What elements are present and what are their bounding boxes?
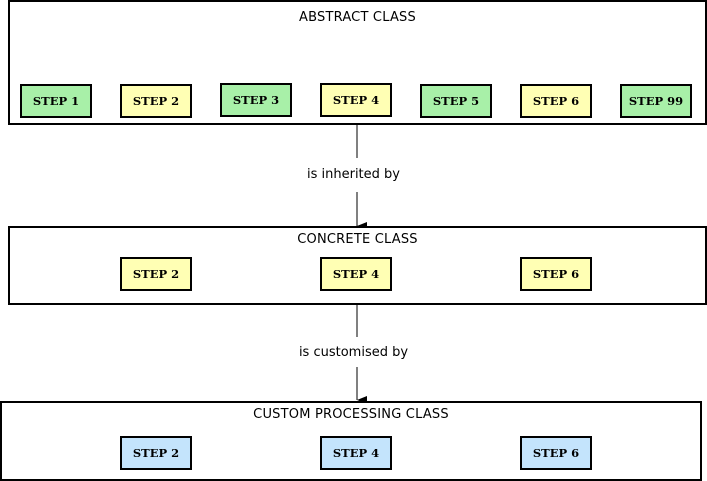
custom-step-4: STEP 4 [320,436,392,470]
concrete-step-6: STEP 6 [520,257,592,291]
abstract-step-6: STEP 6 [520,84,592,118]
abstract-step-2: STEP 2 [120,84,192,118]
abstract-class-title: ABSTRACT CLASS [299,10,416,25]
abstract-step-5: STEP 5 [420,84,492,118]
concrete-step-2: STEP 2 [120,257,192,291]
concrete-step-6-label: STEP 6 [532,267,580,281]
abstract-step-4: STEP 4 [320,83,392,117]
abstract-step-4-label: STEP 4 [332,93,380,107]
concrete-step-2-label: STEP 2 [132,267,180,281]
custom-class-title: CUSTOM PROCESSING CLASS [253,407,449,422]
abstract-step-3: STEP 3 [220,83,292,117]
abstract-step-1-label: STEP 1 [32,94,80,108]
abstract-step-99: STEP 99 [620,84,692,118]
custom-step-4-label: STEP 4 [332,446,380,460]
abstract-step-5-label: STEP 5 [432,94,480,108]
custom-step-2-label: STEP 2 [132,446,180,460]
concrete-step-4-label: STEP 4 [332,267,380,281]
abstract-step-1: STEP 1 [20,84,92,118]
custom-step-6-label: STEP 6 [532,446,580,460]
concrete-class-title: CONCRETE CLASS [297,232,418,247]
abstract-step-3-label: STEP 3 [232,93,280,107]
abstract-step-2-label: STEP 2 [132,94,180,108]
inherit-label: is inherited by [307,167,400,182]
customise-label: is customised by [298,345,409,360]
concrete-step-4: STEP 4 [320,257,392,291]
abstract-step-6-label: STEP 6 [532,94,580,108]
abstract-step-99-label: STEP 99 [628,94,684,108]
custom-step-6: STEP 6 [520,436,592,470]
custom-step-2: STEP 2 [120,436,192,470]
